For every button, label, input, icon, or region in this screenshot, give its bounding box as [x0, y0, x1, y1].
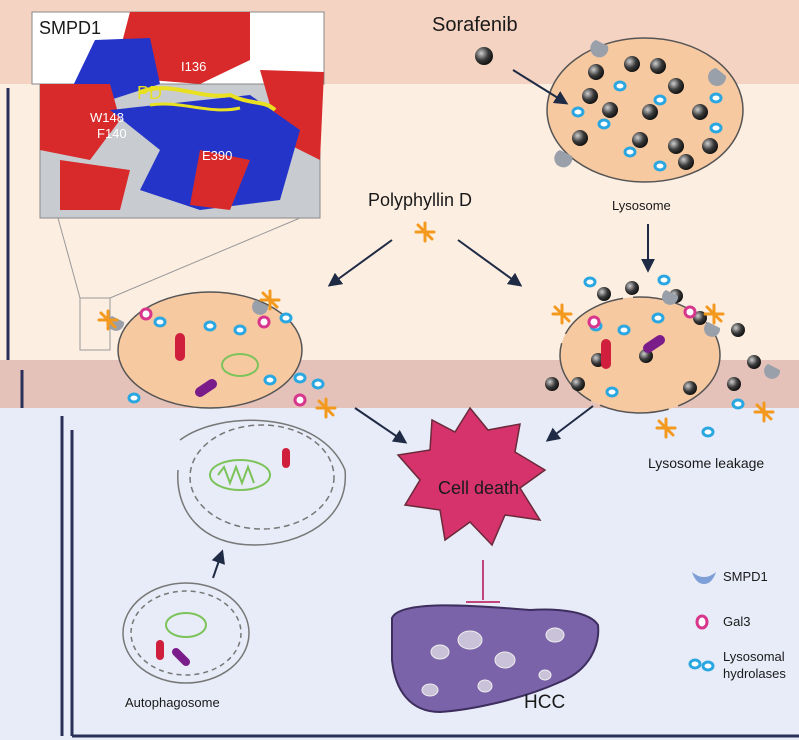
autophagosome	[122, 582, 250, 684]
legend-gal3-label: Gal3	[723, 614, 751, 629]
tumor-nodules	[421, 627, 565, 697]
residue-label-f140: F140	[97, 126, 127, 141]
residue-label-e390: E390	[202, 148, 233, 163]
frame-lines	[6, 88, 799, 738]
inhibition-line	[466, 560, 500, 603]
lysosome-label: Lysosome	[612, 198, 671, 213]
legend-hydrolases-label: Lysosomal	[723, 649, 785, 664]
smpd1-molecules	[108, 40, 781, 379]
legend-hydrolases-label2: hydrolases	[723, 666, 786, 681]
residue-label-w148: W148	[90, 110, 124, 125]
zoom-lines	[57, 217, 301, 351]
gal3-molecules	[139, 305, 697, 407]
protein-title: SMPD1	[39, 18, 102, 38]
autolysosome	[177, 419, 346, 546]
lysosome-leakage-label: Lysosome leakage	[648, 455, 765, 471]
cell-death-label: Cell death	[438, 478, 520, 498]
residue-label-i136: I136	[181, 59, 207, 74]
mitochondria	[165, 353, 271, 638]
lysosomal-cargo	[156, 333, 665, 666]
sorafenib-label: Sorafenib	[432, 14, 518, 36]
protein-structure-image	[31, 11, 325, 219]
legend-icons	[688, 572, 716, 672]
pathway-arrows	[211, 69, 655, 579]
legend-smpd1-label: SMPD1	[723, 569, 768, 584]
hcc-label: HCC	[524, 692, 566, 713]
polyphyllin-label: Polyphyllin D	[368, 190, 473, 210]
cell-death-burst	[396, 406, 547, 547]
polyphyllin-molecules	[97, 221, 775, 439]
ligand-label: PD	[137, 83, 163, 103]
hydrolase-molecules	[127, 80, 745, 438]
autophagosome-label: Autophagosome	[125, 695, 220, 710]
